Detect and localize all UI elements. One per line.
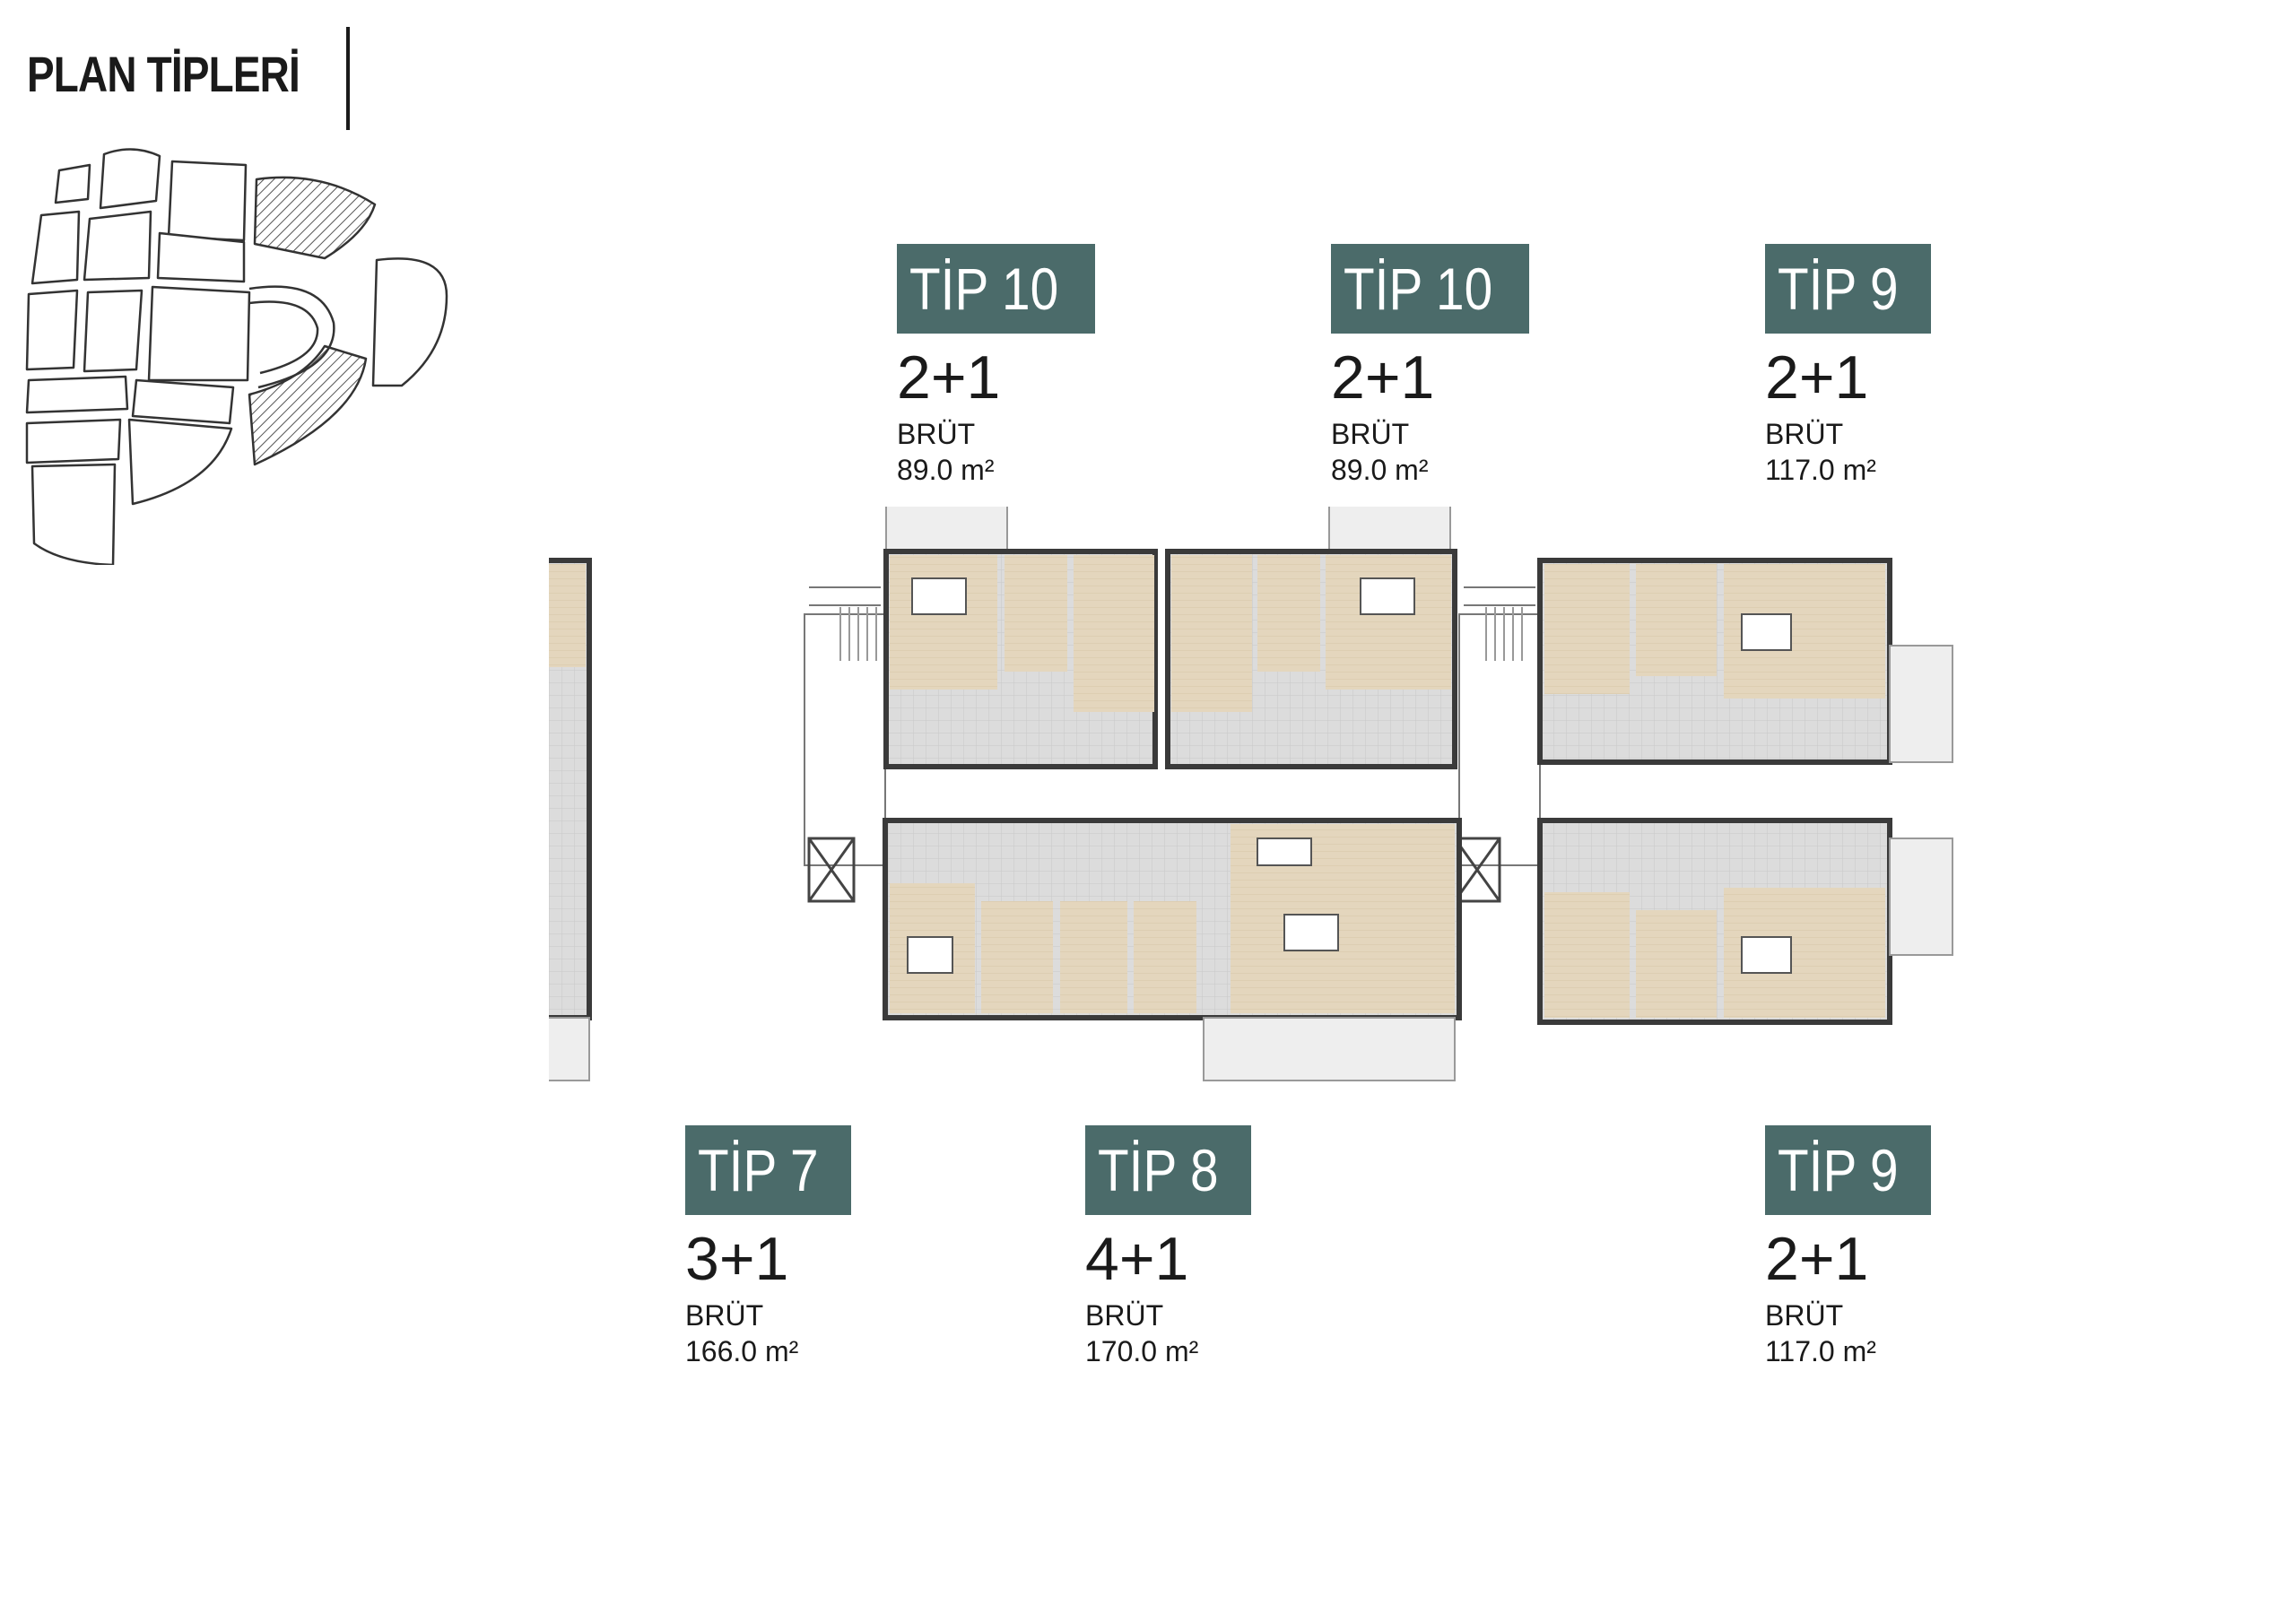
unit-label-top-right: TİP 9 2+1 BRÜT 117.0 m² [1765,244,2052,486]
unit-label-top-left: TİP 10 2+1 BRÜT 89.0 m² [897,244,1184,486]
unit-brut-label: BRÜT [897,418,976,450]
unit-area: 170.0 m² [1085,1335,1199,1367]
unit-plan-top-middle [1165,507,1457,769]
unit-area: 89.0 m² [897,454,995,486]
floor-plan [549,507,1953,1081]
unit-plan-bottom-left [549,558,592,1081]
unit-brut-label: BRÜT [1765,418,1844,450]
unit-room-count: 2+1 [1765,343,1869,412]
corridor [804,586,1541,903]
unit-plan-bottom-middle [883,818,1462,1081]
page-title: PLAN TİPLERİ [27,46,300,102]
unit-area: 89.0 m² [1331,454,1429,486]
unit-brut-label: BRÜT [685,1299,764,1332]
unit-area: 166.0 m² [685,1335,799,1367]
unit-type-badge: TİP 10 [1331,244,1530,334]
unit-brut-label: BRÜT [1085,1299,1164,1332]
unit-type-badge: TİP 8 [1085,1125,1251,1215]
unit-area: 117.0 m² [1765,454,1876,486]
unit-type-badge: TİP 9 [1765,244,1931,334]
unit-room-count: 3+1 [685,1225,789,1293]
unit-room-count: 2+1 [1765,1225,1869,1293]
unit-plan-top-right [1537,558,1953,765]
unit-brut-label: BRÜT [1765,1299,1844,1332]
unit-brut-label: BRÜT [1331,418,1410,450]
unit-type-badge: TİP 7 [685,1125,851,1215]
unit-label-top-middle: TİP 10 2+1 BRÜT 89.0 m² [1331,244,1618,486]
unit-room-count: 4+1 [1085,1225,1189,1293]
unit-label-bottom-right: TİP 9 2+1 BRÜT 117.0 m² [1765,1125,2052,1367]
unit-type-badge: TİP 10 [897,244,1096,334]
unit-area: 117.0 m² [1765,1335,1876,1367]
unit-room-count: 2+1 [897,343,1001,412]
unit-label-bottom-left: TİP 7 3+1 BRÜT 166.0 m² [685,1125,972,1367]
unit-type-badge: TİP 9 [1765,1125,1931,1215]
site-key-map [25,148,448,565]
unit-plan-top-left [883,507,1158,769]
unit-plan-bottom-right [1537,818,1953,1025]
title-divider [346,27,350,130]
unit-label-bottom-middle: TİP 8 4+1 BRÜT 170.0 m² [1085,1125,1372,1367]
unit-room-count: 2+1 [1331,343,1435,412]
